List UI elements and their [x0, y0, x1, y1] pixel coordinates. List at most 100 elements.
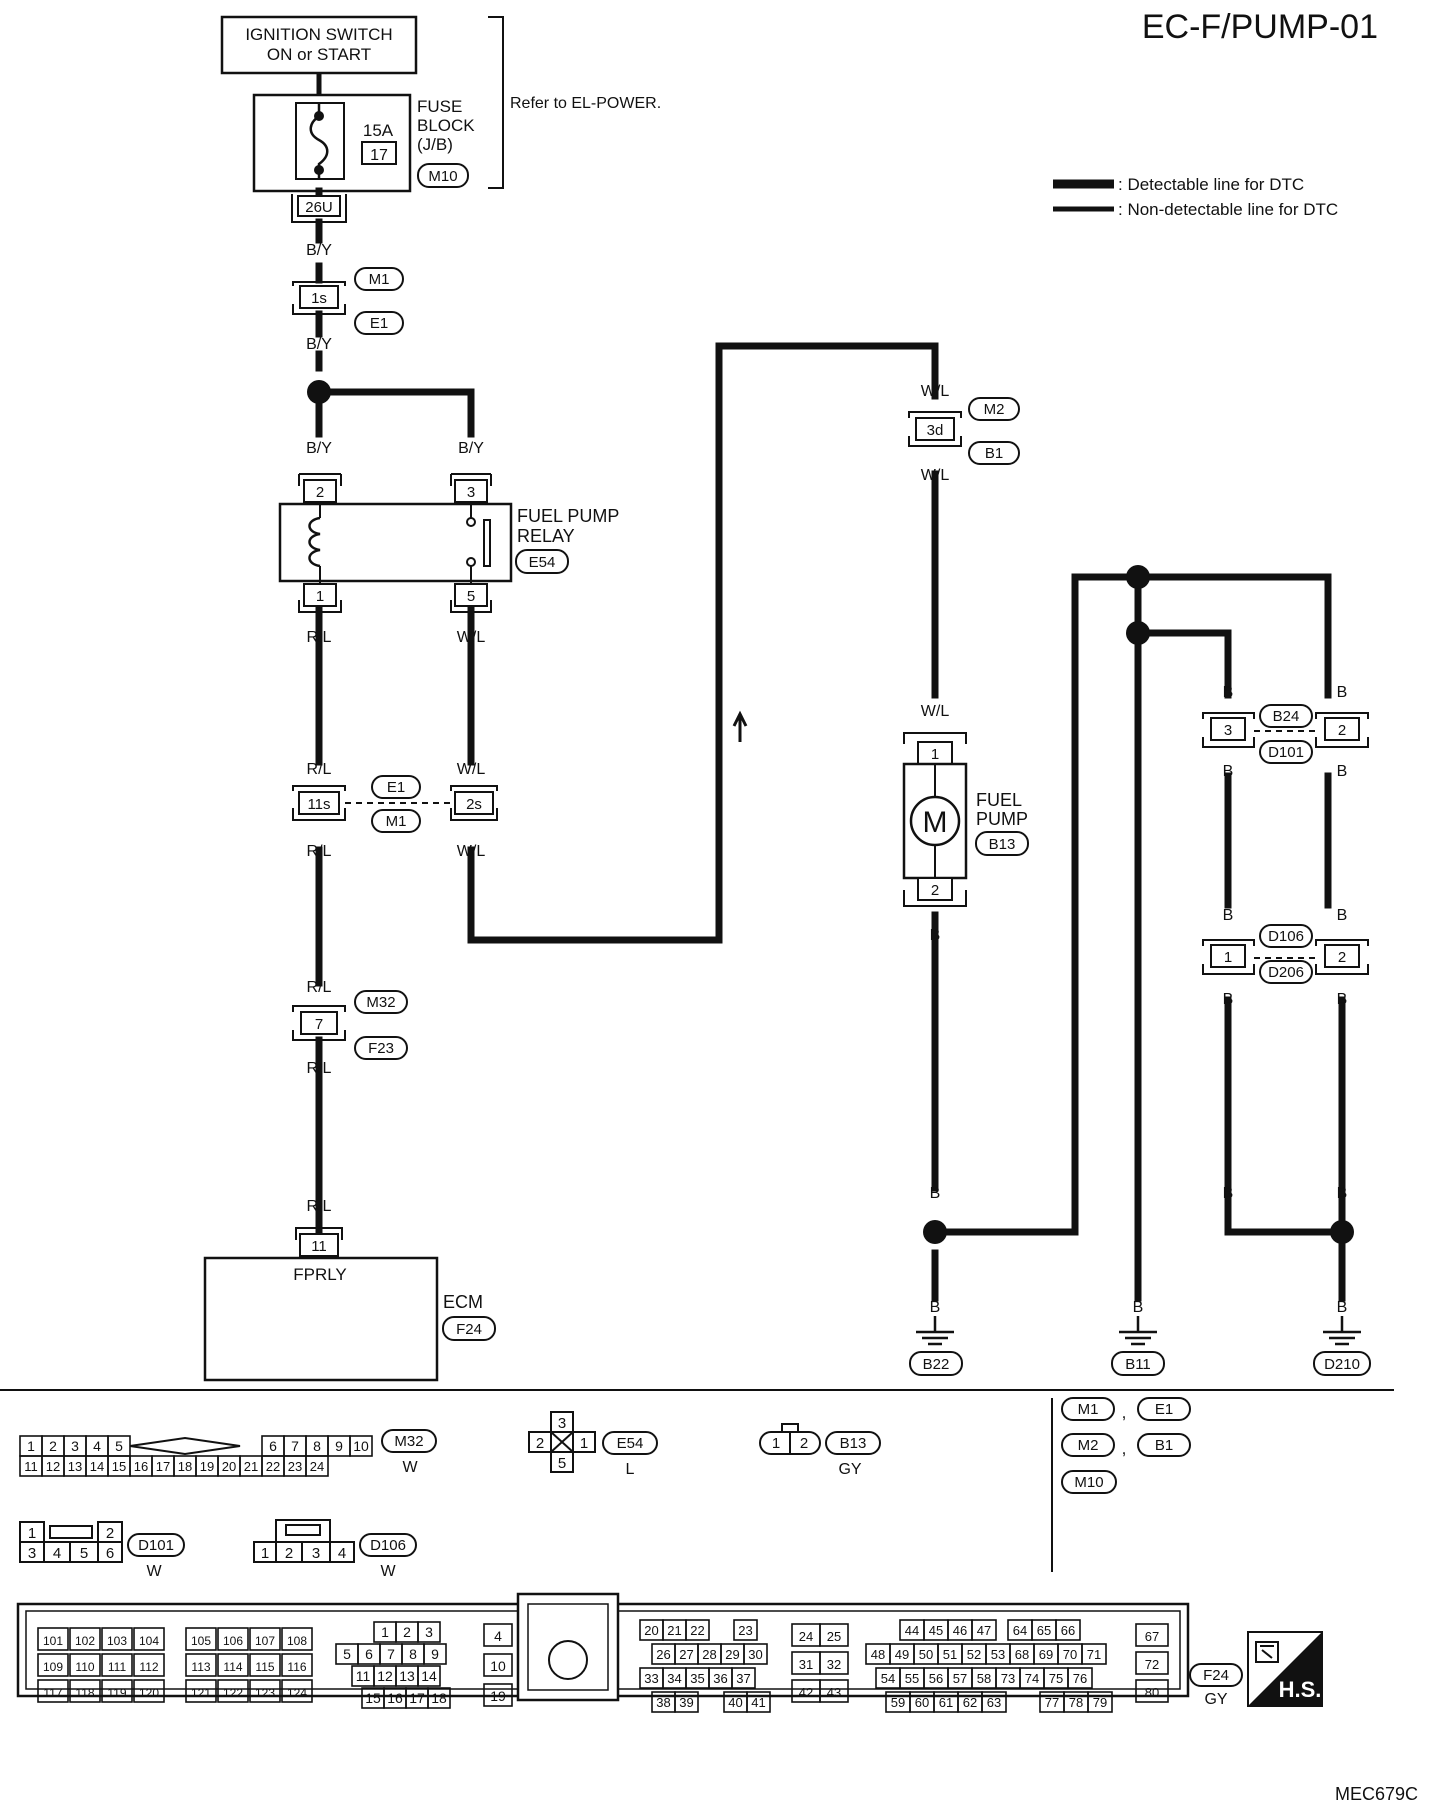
joint-2s-pin: 2s	[466, 796, 482, 813]
f24-pin-66: 66	[1061, 1623, 1075, 1638]
f24-pin-121: 121	[191, 1686, 211, 1700]
e54-cross-icon	[550, 1431, 574, 1453]
fuse-block-label-1: FUSE	[417, 97, 462, 116]
f24-pin-23: 23	[738, 1623, 752, 1638]
wire-color-wl-3: W/L	[457, 843, 486, 860]
f24-pin-46: 46	[953, 1623, 967, 1638]
f24-pin-80: 80	[1145, 1685, 1159, 1700]
d106-cell-4	[329, 1541, 355, 1563]
f24-pin-109: 109	[43, 1660, 63, 1674]
joint-d106-left-bracket	[1202, 939, 1255, 975]
connector-d106-color: W	[380, 1563, 396, 1580]
joint-3d-box	[915, 417, 955, 441]
m32-pin-16: 16	[134, 1459, 148, 1474]
fuel-pump-pin2-box	[917, 877, 953, 901]
f24-pin-108: 108	[287, 1634, 307, 1648]
f24-pin-103: 103	[107, 1634, 127, 1648]
f24-pin-29: 29	[725, 1647, 739, 1662]
refer-note: Refer to EL-POWER.	[510, 95, 661, 112]
f24-pin-4: 4	[494, 1628, 502, 1644]
f24-pin-51: 51	[943, 1647, 957, 1662]
ecm-pin-box	[299, 1233, 339, 1257]
f24-pin-53: 53	[991, 1647, 1005, 1662]
ground-b11-label: B11	[1125, 1356, 1151, 1373]
fuel-pump: W/L 1 M 2 FUEL PUMP B13 B	[902, 703, 1029, 944]
ecm-connector-id: F24	[456, 1321, 482, 1338]
f24-pin-2: 2	[403, 1624, 411, 1640]
footer-code: MEC679C	[1335, 1784, 1418, 1804]
relay-pin2-bracket	[298, 473, 342, 486]
ignition-switch-label: IGNITION SWITCH	[245, 25, 392, 44]
f24-pin-18: 18	[431, 1690, 447, 1706]
d101-cell-6	[97, 1541, 123, 1563]
joint-d206-badge	[1259, 960, 1313, 984]
m32-pin-3: 3	[71, 1438, 79, 1454]
fuse-block-label-2: BLOCK	[417, 116, 475, 135]
joint-7-box	[300, 1011, 338, 1035]
f24-pin-107: 107	[255, 1634, 275, 1648]
joint-b24-left-box	[1210, 717, 1246, 741]
f24-pin-37-cell	[731, 1667, 756, 1689]
f24-pin-120-cell	[133, 1679, 165, 1703]
wire-color-b-1: B	[930, 927, 941, 944]
fuel-pump-connector-badge	[975, 831, 1029, 856]
f24-pin-69: 69	[1039, 1647, 1053, 1662]
f24-pin-123-cell	[249, 1679, 281, 1703]
m32-pin-1: 1	[27, 1438, 35, 1454]
joint-d106-label: D106	[1268, 928, 1304, 945]
f24-pin-43: 43	[827, 1685, 841, 1700]
connector-f24-color: GY	[1204, 1691, 1227, 1708]
joint-1s-bracket-top	[292, 281, 346, 286]
f24-pin-30-cell	[743, 1643, 768, 1665]
connector-d106-id: D106	[370, 1537, 406, 1554]
hs-label: H.S.	[1279, 1677, 1322, 1702]
f24-pin-26: 26	[656, 1647, 670, 1662]
wire-color-b-11: B	[1223, 1185, 1234, 1202]
f24-pin-124: 124	[287, 1686, 307, 1700]
f24-pin-18-cell	[427, 1687, 451, 1709]
f24-pin-123: 123	[255, 1686, 275, 1700]
f24-pin-36: 36	[713, 1671, 727, 1686]
f24-pin-118: 118	[75, 1686, 94, 1700]
hs-connector-icon	[1255, 1641, 1279, 1663]
joint-1s-box	[299, 285, 339, 309]
wire-color-b-9: B	[1337, 991, 1348, 1008]
relay-pin5-bracket	[450, 600, 492, 613]
e54-pin-5: 5	[558, 1455, 566, 1472]
f24-pin-72-cell	[1135, 1651, 1169, 1675]
joint-d101-badge	[1259, 740, 1313, 764]
hs-badge: H.S.	[1247, 1631, 1323, 1707]
ref-comma-2: ,	[1122, 1439, 1127, 1458]
joint-11s-label-m1: M1	[386, 813, 407, 830]
fuel-pump-pin1-bracket	[903, 732, 967, 744]
f24-pin-112-cell	[133, 1653, 165, 1677]
wire-color-wl-1: W/L	[457, 629, 486, 646]
f24-pin-54: 54	[881, 1671, 895, 1686]
f24-pin-66-cell	[1055, 1619, 1081, 1641]
relay-connector-badge	[515, 549, 569, 574]
e54-pin-3: 3	[558, 1415, 566, 1432]
f24-pin-57: 57	[953, 1671, 967, 1686]
relay-pin3-bracket	[450, 473, 492, 486]
joint-3d-badge-b1	[968, 441, 1020, 465]
fuel-pump-label-1: FUEL	[976, 790, 1022, 810]
m32-pin-19: 19	[200, 1459, 214, 1474]
f24-pin-9-cell	[423, 1643, 447, 1665]
f24-pin-42: 42	[799, 1685, 813, 1700]
d101-pin-3: 3	[28, 1545, 36, 1562]
ref-e1-badge	[1137, 1397, 1191, 1421]
connector-m32-badge	[381, 1429, 437, 1453]
connector-26u-box	[297, 195, 341, 217]
f24-pin-109-cell	[37, 1653, 69, 1677]
f24-pin-56: 56	[929, 1671, 943, 1686]
f24-pin-112: 112	[139, 1660, 158, 1674]
f24-pin-105: 105	[191, 1634, 211, 1648]
f24-pin-32: 32	[827, 1657, 841, 1672]
wire-b-ground-loop	[931, 573, 1332, 1236]
f24-pin-11: 11	[356, 1668, 371, 1684]
relay-pin5: 5	[467, 588, 475, 605]
relay-pin1-box	[303, 583, 337, 607]
m32-pin-8: 8	[313, 1438, 321, 1454]
f24-pin-78: 78	[1069, 1695, 1083, 1710]
